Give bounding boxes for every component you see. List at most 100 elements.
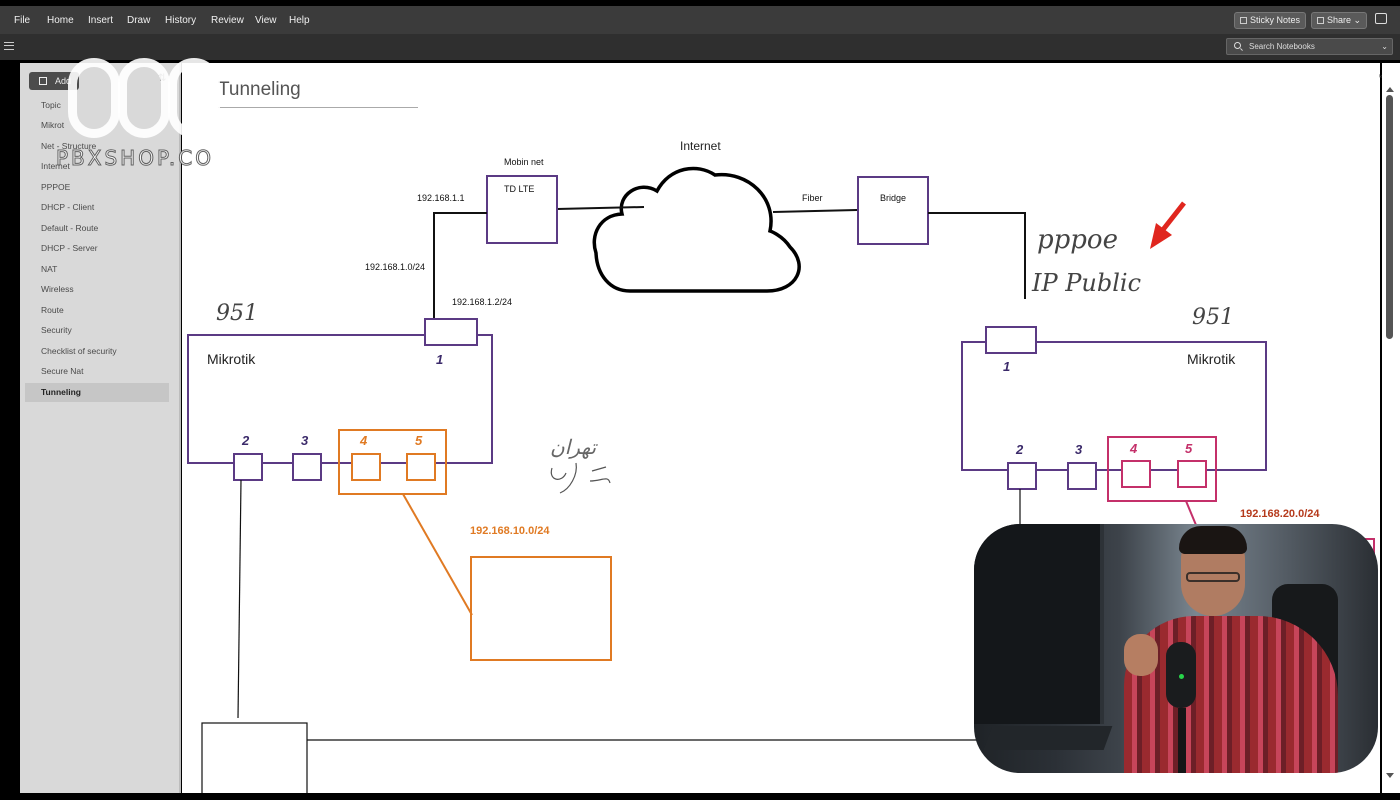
sticky-notes-button[interactable]: Sticky Notes: [1234, 12, 1307, 29]
td-lte-label: TD LTE: [504, 184, 535, 194]
page-item-checklist-of-security[interactable]: Checklist of security: [41, 346, 117, 356]
bottom-device-box: [201, 722, 308, 793]
left-port-4-label: 4: [360, 433, 368, 448]
subnet-ip-label: 192.168.1.0/24: [365, 262, 426, 272]
search-input[interactable]: Search Notebooks ⌄: [1226, 38, 1393, 55]
handwritten-stroke: [550, 462, 611, 494]
page-item-pppoe[interactable]: PPPOE: [41, 182, 71, 192]
right-port-5-label: 5: [1185, 441, 1193, 456]
presenter-glasses: [1186, 572, 1240, 582]
chevron-down-icon[interactable]: ⌄: [1381, 42, 1388, 51]
presenter-hair: [1179, 526, 1247, 554]
internet-cloud: [592, 166, 801, 293]
menu-insert[interactable]: Insert: [88, 15, 114, 26]
sticky-note-icon: [1240, 17, 1247, 24]
scroll-thumb[interactable]: [1386, 95, 1393, 339]
watermark-logo: PBXSHOP.CO: [56, 58, 256, 174]
page-item-mikrotik[interactable]: Mikrot: [41, 120, 65, 130]
internet-label: Internet: [680, 139, 721, 153]
share-icon: [1317, 17, 1324, 24]
page-item-nat[interactable]: NAT: [41, 264, 58, 274]
webcam-monitor: [974, 524, 1104, 724]
right-port-3-label: 3: [1075, 442, 1083, 457]
link-left-lan: [402, 493, 473, 616]
page-item-route[interactable]: Route: [41, 305, 64, 315]
pppoe-note: pppoe: [1037, 225, 1118, 255]
menu-history[interactable]: History: [165, 15, 197, 26]
page-title-underline: [218, 107, 418, 108]
td-lte-box: [486, 175, 558, 244]
left-lan-group: [338, 429, 447, 495]
bridge-box: [857, 176, 929, 245]
wan-ip-label: 192.168.1.2/24: [452, 297, 513, 307]
left-router-model: 951: [216, 301, 258, 326]
menu-help[interactable]: Help: [289, 15, 310, 26]
page-item-net-structure[interactable]: Net - Structure: [41, 141, 97, 151]
page-item-security[interactable]: Security: [41, 325, 72, 335]
left-router-name: Mikrotik: [207, 351, 256, 367]
left-port-5-label: 5: [415, 433, 423, 448]
search-placeholder: Search Notebooks: [1249, 42, 1315, 51]
page-item-secure-nat[interactable]: Secure Nat: [41, 366, 84, 376]
left-lan-box: [470, 556, 612, 661]
page-title[interactable]: Tunneling: [218, 79, 301, 100]
webcam-keyboard: [983, 726, 1113, 750]
ip-public-note: IP Public: [1032, 269, 1142, 297]
menu-home[interactable]: Home: [47, 15, 74, 26]
page-item-dhcp-client[interactable]: DHCP - Client: [41, 202, 95, 212]
navigation-bar: Search Notebooks ⌄: [0, 34, 1400, 60]
presenter-webcam: [974, 524, 1378, 773]
left-port-4: [351, 453, 381, 481]
bridge-label: Bridge: [880, 193, 907, 203]
scroll-up-icon[interactable]: [1386, 87, 1394, 92]
watermark-text: PBXSHOP.CO: [56, 146, 214, 171]
page-list-panel: Add ⇅ Topic Mikrot Net - Structure Inter…: [20, 63, 181, 793]
fiber-label: Fiber: [802, 193, 823, 203]
page-item-wireless[interactable]: Wireless: [41, 284, 74, 294]
left-port-2-label: 2: [242, 433, 250, 448]
link-right-lan: [1185, 500, 1197, 526]
scroll-down-icon[interactable]: [1386, 773, 1394, 778]
sticky-notes-label: Sticky Notes: [1250, 15, 1301, 25]
page-item-topic[interactable]: Topic: [41, 100, 61, 110]
share-button[interactable]: Share ⌄: [1311, 12, 1368, 29]
right-router-box: [961, 341, 1267, 471]
right-lan-subnet-label: 192.168.20.0/24: [1240, 508, 1320, 520]
left-port-5: [406, 453, 436, 481]
left-port-3-label: 3: [301, 433, 309, 448]
search-icon: [1234, 42, 1241, 49]
menu-file[interactable]: File: [14, 15, 31, 26]
hamburger-icon[interactable]: [4, 42, 14, 50]
watermark-letter-b: [118, 58, 170, 138]
vertical-scrollbar[interactable]: [1382, 63, 1400, 793]
menu-view[interactable]: View: [255, 15, 277, 26]
presenter-hand: [1124, 634, 1158, 676]
feedback-icon[interactable]: [1375, 13, 1387, 24]
right-port-1: [985, 326, 1037, 354]
add-page-icon: [39, 77, 47, 85]
right-port-4: [1121, 460, 1151, 488]
right-port-2-label: 2: [1016, 442, 1024, 457]
watermark-letter-x: [168, 58, 220, 138]
right-port-4-label: 4: [1130, 441, 1138, 456]
add-page-button[interactable]: Add: [29, 72, 79, 90]
menu-draw[interactable]: Draw: [127, 15, 151, 26]
page-item-tunneling[interactable]: Tunneling: [25, 383, 169, 402]
page-item-dhcp-server[interactable]: DHCP - Server: [41, 243, 98, 253]
microphone-light: [1179, 674, 1184, 679]
link-cloud-bridge: [772, 209, 858, 213]
red-arrow-shaft: [1160, 201, 1186, 233]
left-port-2: [233, 453, 263, 481]
gateway-ip-label: 192.168.1.1: [417, 193, 465, 203]
page-item-internet[interactable]: Internet: [41, 161, 70, 171]
mobin-net-label: Mobin net: [504, 157, 544, 167]
link-tdlte-cloud: [556, 206, 645, 210]
menu-bar: File Home Insert Draw History Review Vie…: [0, 6, 1400, 34]
link-bridge-right-router: [928, 212, 1026, 299]
menu-review[interactable]: Review: [211, 15, 244, 26]
right-lan-group: [1107, 436, 1217, 502]
microphone-arm: [1178, 708, 1186, 773]
left-lan-subnet-label: 192.168.10.0/24: [470, 525, 550, 537]
page-item-default-route[interactable]: Default - Route: [41, 223, 99, 233]
persian-handwritten-note: تهران: [550, 435, 597, 459]
